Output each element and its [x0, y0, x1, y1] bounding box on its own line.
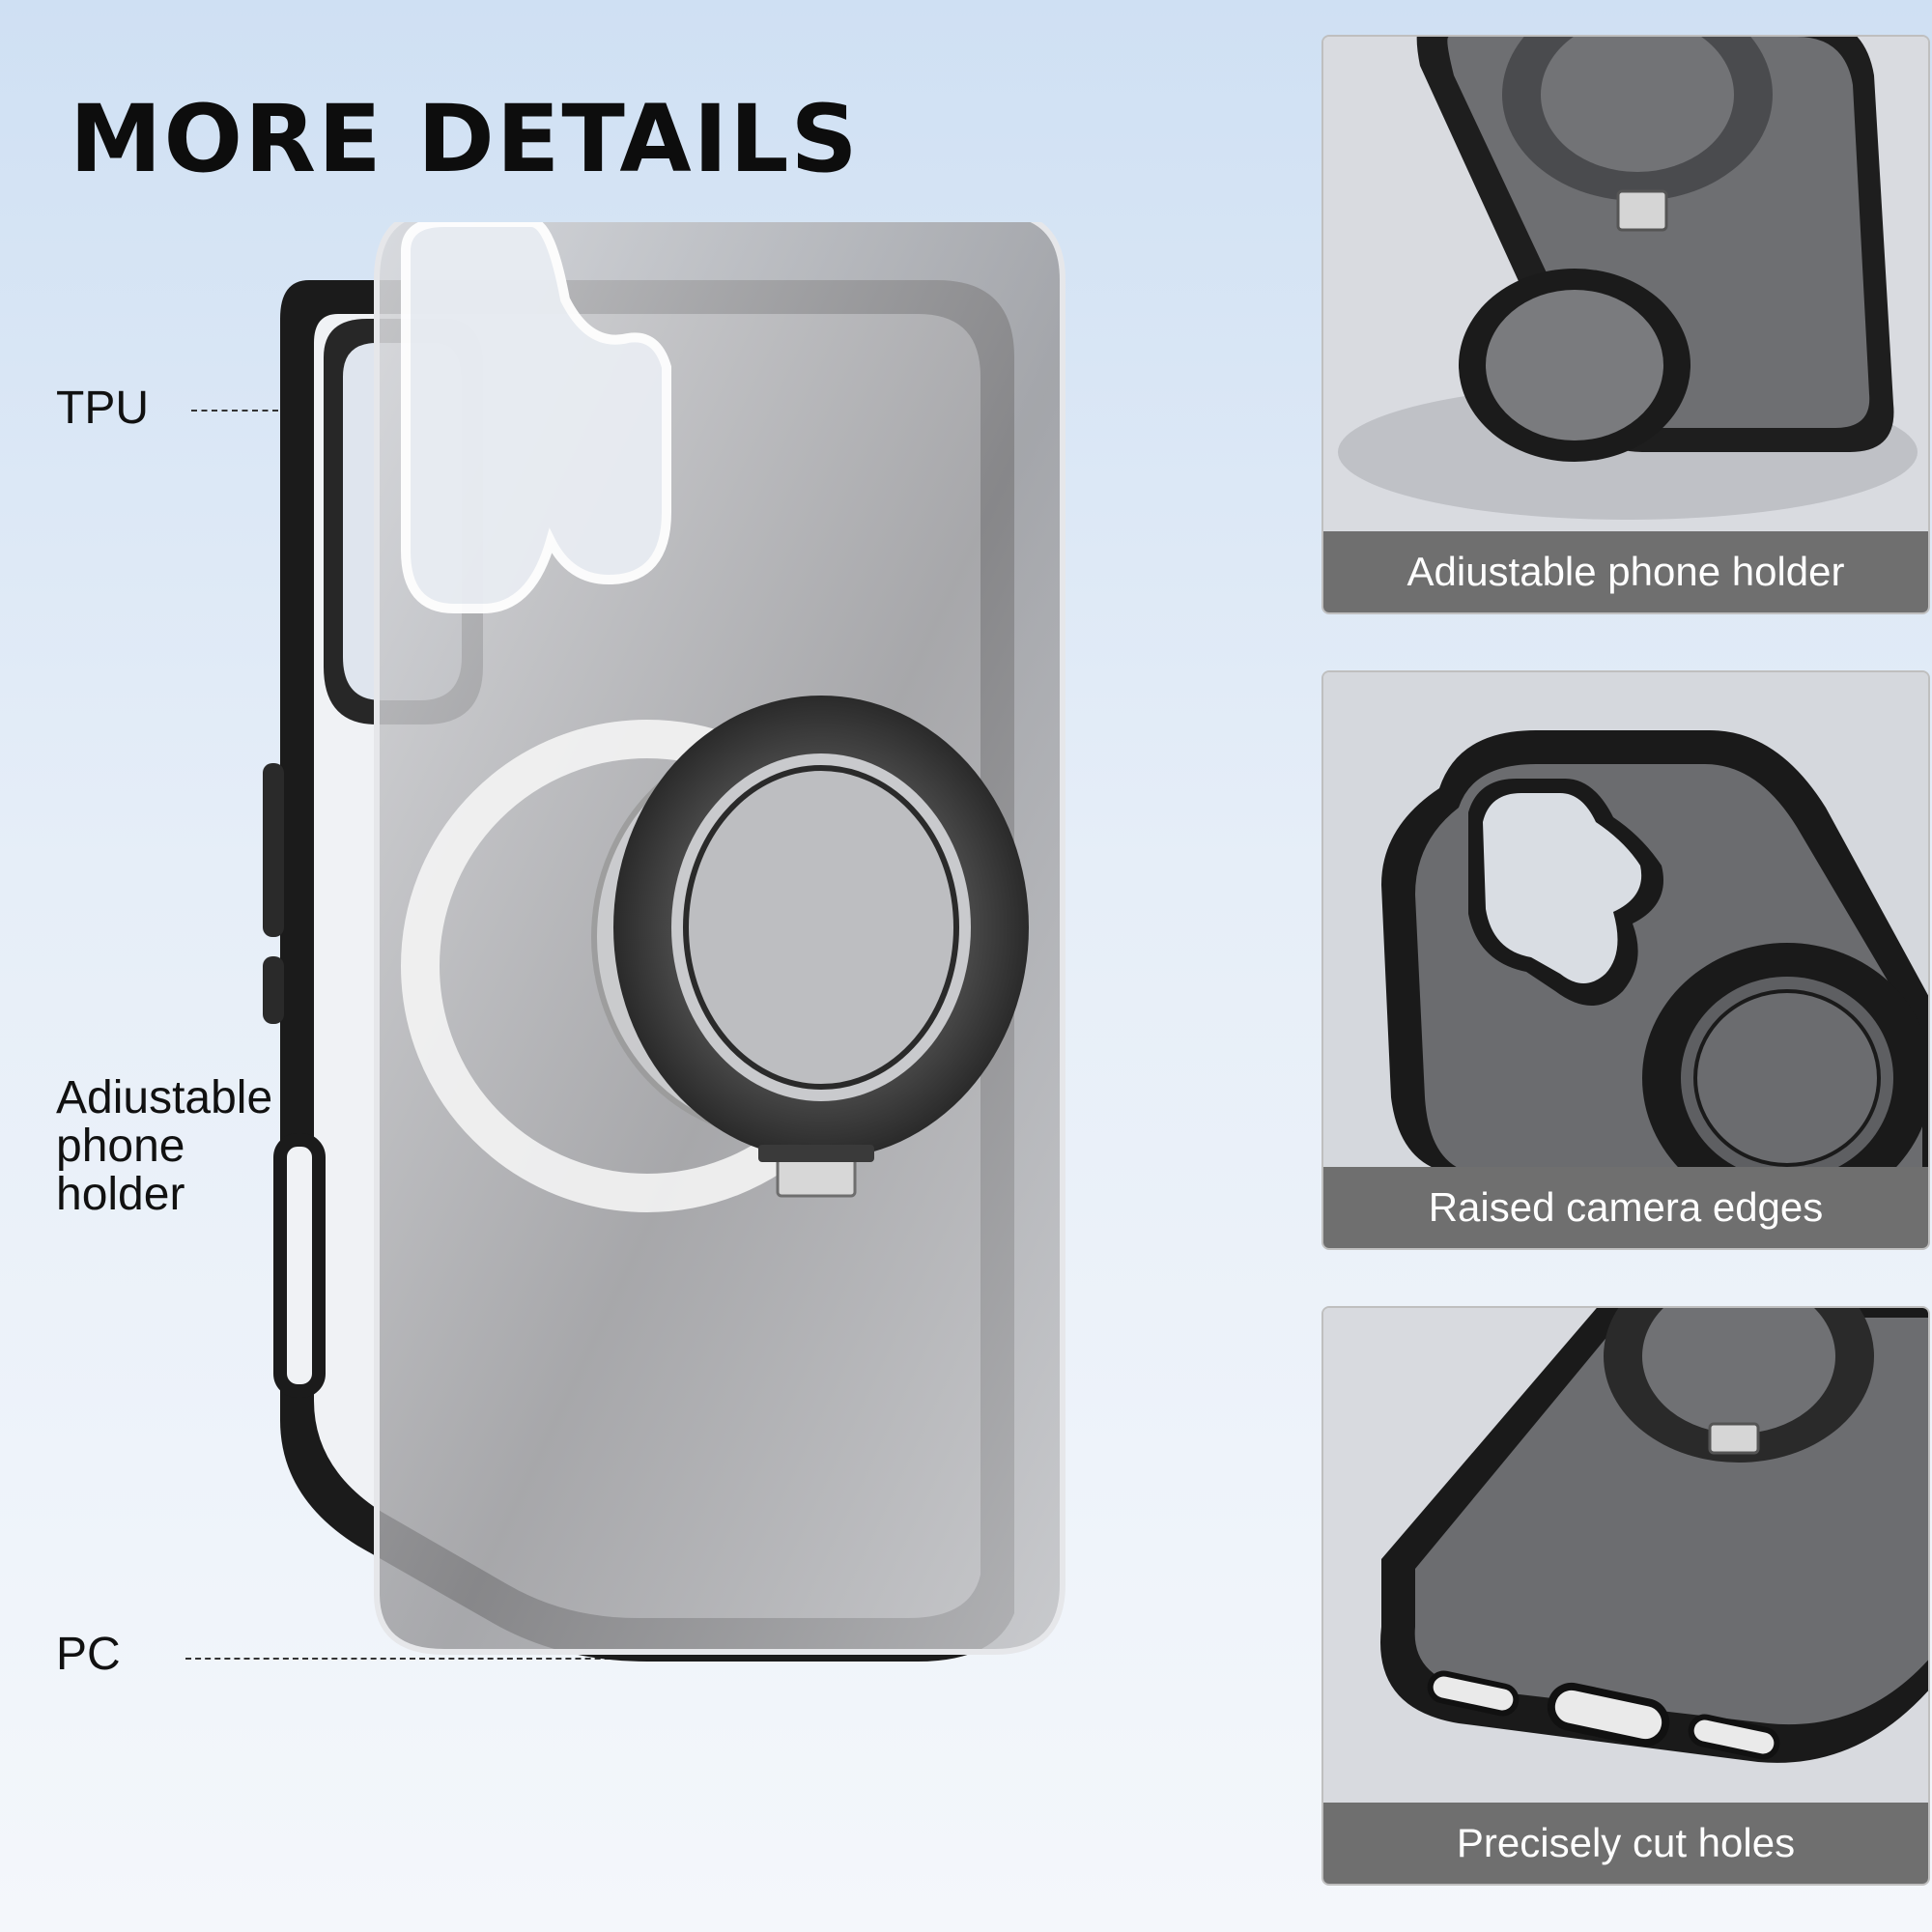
callout-pc: PC: [56, 1629, 121, 1680]
detail-panel-holder: Adiustable phone holder: [1321, 35, 1930, 614]
detail-panel-camera: Raised camera edges: [1321, 670, 1930, 1250]
holes-detail-image: [1323, 1308, 1928, 1806]
callout-adjustable-holder: Adiustable phone holder: [56, 1072, 273, 1220]
camera-detail-image: [1323, 672, 1928, 1171]
exploded-case-illustration: [263, 222, 1065, 1662]
leader-line-tpu: [191, 410, 278, 412]
caption-holder: Adiustable phone holder: [1323, 531, 1928, 612]
leader-line-pc: [185, 1658, 639, 1660]
holder-detail-image: [1323, 37, 1928, 535]
callout-tpu: TPU: [56, 383, 149, 434]
caption-camera: Raised camera edges: [1323, 1167, 1928, 1248]
detail-panel-holes: Precisely cut holes: [1321, 1306, 1930, 1886]
page-headline: MORE DETAILS: [70, 85, 860, 193]
caption-holes: Precisely cut holes: [1323, 1803, 1928, 1884]
ring-stand: [591, 696, 1029, 1198]
